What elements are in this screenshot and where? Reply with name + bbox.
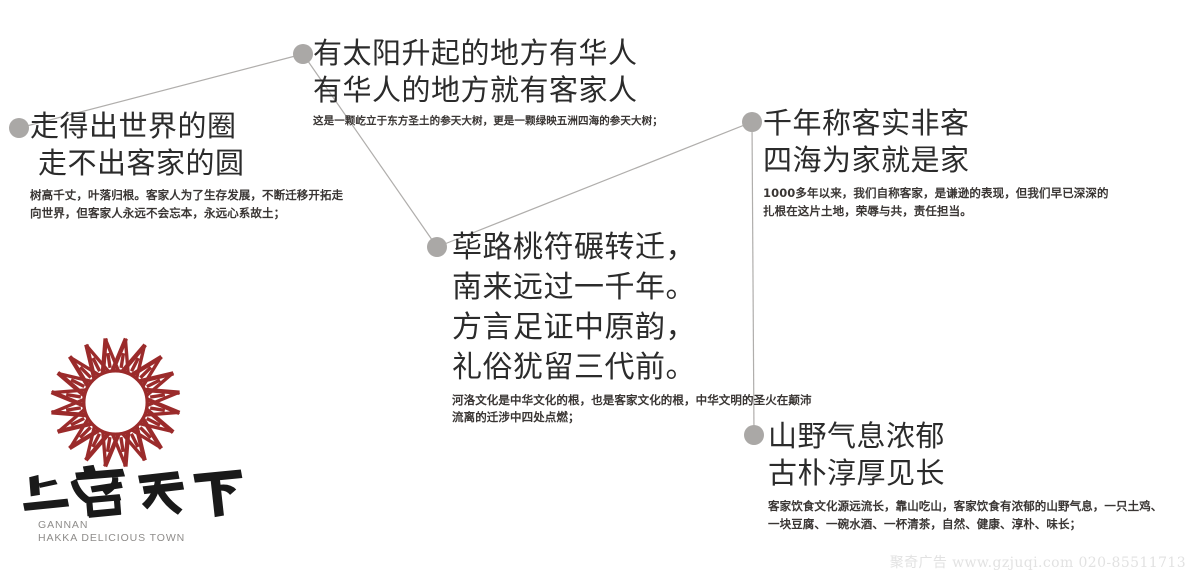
heading-thousand-years: 千年称客实非客 四海为家就是家 [763, 105, 1109, 179]
heading-line: 古朴淳厚见长 [768, 456, 946, 491]
sunburst-ray [145, 410, 180, 417]
heading-walk-the-world: 走得出世界的圈 走不出客家的圆 [30, 108, 343, 182]
caption-line: 向世界，但客家人永远不会忘本，永远心系故土； [30, 206, 286, 221]
heading-sun-chinese: 有太阳升起的地方有华人 有华人的地方就有客家人 [313, 35, 663, 109]
caption-line: 流离的迁涉中四处点燃； [452, 410, 580, 425]
sunburst-ray [70, 416, 85, 427]
sunburst-ray [135, 344, 147, 379]
sunburst-ray [149, 393, 166, 399]
heading-line: 礼俗犹留三代前。 [452, 349, 696, 385]
heading-line: 荜路桃符碾转迁， [452, 230, 696, 265]
sunburst-ray [123, 338, 130, 373]
heading-mountain-flavor: 山野气息浓郁 古朴淳厚见长 [768, 418, 1162, 492]
block-walk-the-world: 走得出世界的圈 走不出客家的圆 树高千丈，叶落归根。客家人为了生存发展，不断迁移… [30, 108, 343, 223]
sunburst-ray [91, 357, 102, 372]
dot-sun [293, 44, 313, 64]
sunburst-ray [68, 355, 100, 377]
sunburst-ray [119, 436, 125, 453]
dot-mountain [744, 425, 764, 445]
caption-line: 客家饮食文化源远流长，靠山吃山，客家饮食有浓郁的山野气息，一只土鸡、 [768, 499, 1163, 514]
sunburst-ray [65, 406, 82, 412]
sunburst-ray [91, 432, 101, 448]
caption-line: 扎根在这片土地，荣辱与共，责任担当。 [763, 204, 972, 219]
dot-world [9, 118, 29, 138]
caption-line: 这是一颗屹立于东方圣土的参天大树，更是一颗绿映五洲四海的参天大树； [313, 115, 663, 128]
logo-english-line: HAKKA DELICIOUS TOWN [38, 532, 186, 545]
block-mountain-flavor: 山野气息浓郁 古朴淳厚见长 客家饮食文化源远流长，靠山吃山，客家饮食有浓郁的山野… [768, 418, 1162, 534]
sunburst-ray [70, 378, 86, 388]
watermark-text: 聚奇广告 www.gzjuqi.com 020-85511713 [889, 555, 1186, 571]
sunburst-ray [84, 343, 110, 373]
sunburst-ray [139, 426, 152, 440]
sunburst-ray [106, 352, 112, 369]
brand-logo: GANNAN HAKKA DELICIOUS TOWN [20, 335, 250, 550]
block-sun-chinese: 有太阳升起的地方有华人 有华人的地方就有客家人 这是一颗屹立于东方圣土的参天大树… [313, 35, 663, 129]
dot-thousand [742, 112, 762, 132]
sunburst-ray [50, 398, 84, 415]
heading-line: 方言足证中原韵， [452, 309, 696, 345]
sunburst-ray [145, 417, 161, 427]
heading-line: 有太阳升起的地方有华人 [313, 36, 638, 70]
heading-line: 有华人的地方就有客家人 [313, 73, 638, 108]
dot-road [427, 237, 447, 257]
caption-walk-the-world: 树高千丈，叶落归根。客家人为了生存发展，不断迁移开拓走 向世界，但客家人永远不会… [30, 187, 343, 223]
sunburst-ray [68, 418, 90, 450]
sunburst-ray [79, 365, 92, 379]
heading-migration-poem: 荜路桃符碾转迁， 南来远过一千年。 方言足证中原韵， 礼俗犹留三代前。 [452, 228, 812, 388]
sunburst-rays [50, 337, 181, 468]
heading-line: 山野气息浓郁 [768, 419, 946, 453]
sunburst-center [86, 373, 145, 432]
sunburst-ray [65, 392, 82, 399]
heading-line: 千年称客实非客 [763, 106, 970, 140]
wordmark-shangketianxia [23, 464, 243, 518]
caption-sun-chinese: 这是一颗屹立于东方圣土的参天大树，更是一颗绿映五洲四海的参天大树； [313, 113, 663, 129]
caption-line: 河洛文化是中华文化的根，也是客家文化的根，中华文明的圣火在颠沛 [452, 392, 812, 407]
sunburst-ray [51, 388, 86, 395]
sunburst-ray [111, 434, 128, 468]
sunburst-ray [105, 436, 112, 453]
sunburst-emblem-icon [50, 337, 181, 468]
wordmark-strokes [23, 464, 243, 518]
caption-line: 一块豆腐、一碗水酒、一杯清茶，自然、健康、淳朴、味长； [768, 517, 1082, 532]
sunburst-ray [119, 352, 126, 369]
caption-mountain-flavor: 客家饮食文化源远流长，靠山吃山，客家饮食有浓郁的山野气息，一只土鸡、 一块豆腐、… [768, 498, 1162, 534]
heading-line: 走不出客家的圆 [38, 146, 245, 181]
caption-thousand-years: 1000多年以来，我们自称客家，是谦逊的表现，但我们早已深深的 扎根在这片土地，… [763, 185, 1109, 221]
logo-english-line: GANNAN [38, 519, 89, 531]
sunburst-ray [101, 432, 108, 467]
block-migration-poem: 荜路桃符碾转迁， 南来远过一千年。 方言足证中原韵， 礼俗犹留三代前。 河洛文化… [452, 228, 812, 427]
sunburst-ray [56, 408, 86, 434]
block-thousand-years: 千年称客实非客 四海为家就是家 1000多年以来，我们自称客家，是谦逊的表现，但… [763, 105, 1109, 221]
sunburst-ray [147, 390, 181, 407]
heading-line: 四海为家就是家 [763, 143, 970, 178]
sunburst-ray [129, 433, 140, 448]
sunburst-ray [139, 422, 174, 434]
caption-line: 1000多年以来，我们自称客家，是谦逊的表现，但我们早已深深的 [763, 186, 1109, 201]
heading-line: 南来远过一千年。 [452, 269, 696, 305]
sunburst-ray [121, 432, 147, 462]
logo-english-subtitle: GANNAN HAKKA DELICIOUS TOWN [38, 519, 185, 546]
sunburst-ray [131, 428, 163, 450]
sunburst-ray [78, 426, 92, 439]
caption-line: 树高千丈，叶落归根。客家人为了生存发展，不断迁移开拓走 [30, 188, 344, 203]
sunburst-ray [130, 357, 140, 373]
sunburst-ray [84, 426, 96, 461]
sunburst-ray [141, 355, 163, 387]
caption-migration-poem: 河洛文化是中华文化的根，也是客家文化的根，中华文明的圣火在颠沛 流离的迁涉中四处… [452, 392, 812, 428]
sunburst-ray [139, 366, 153, 379]
sunburst-inner-ring [82, 369, 149, 436]
heading-line: 走得出世界的圈 [30, 109, 237, 143]
sunburst-ray [149, 406, 166, 413]
sunburst-ray [146, 378, 161, 389]
sunburst-ray [145, 371, 175, 397]
sunburst-ray [57, 371, 92, 383]
